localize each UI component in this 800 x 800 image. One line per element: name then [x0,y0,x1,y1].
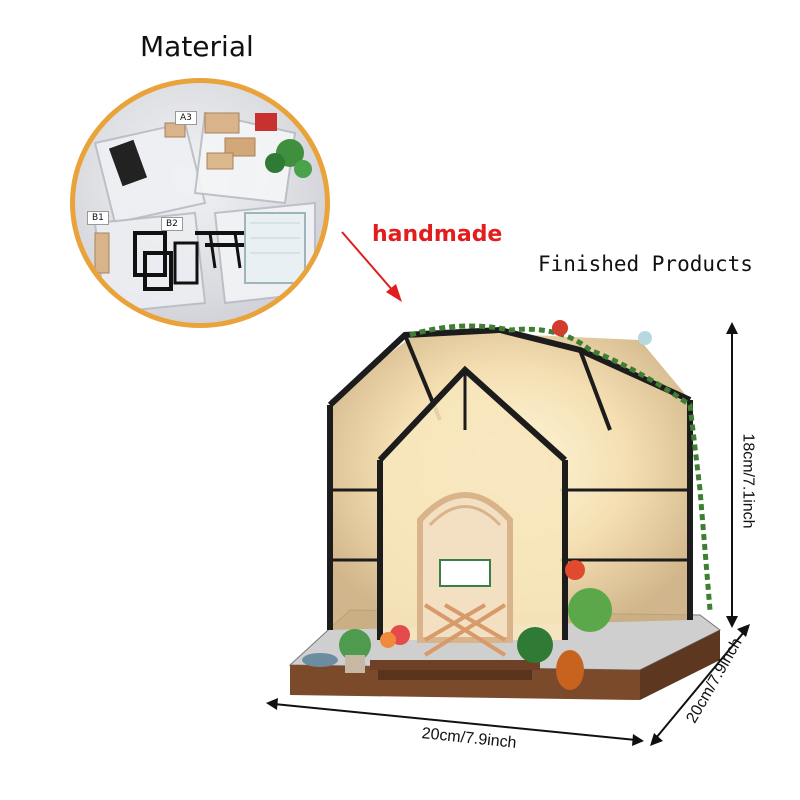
package-tag: B1 [87,211,109,225]
material-photo: A3 B1 B2 [70,78,330,328]
arrow-right-icon [341,231,402,302]
material-parts-illustration [93,111,316,315]
height-dimension-label: 18cm/7.1inch [736,406,760,556]
greenhouse-product-illustration [266,320,750,746]
package-tag: B2 [161,217,183,231]
material-label: Material [140,30,254,63]
height-dimension-text: 18cm/7.1inch [740,433,758,529]
finished-products-label: Finished Products [538,252,753,276]
package-tag: A3 [175,111,197,125]
handmade-label: handmade [372,222,503,247]
